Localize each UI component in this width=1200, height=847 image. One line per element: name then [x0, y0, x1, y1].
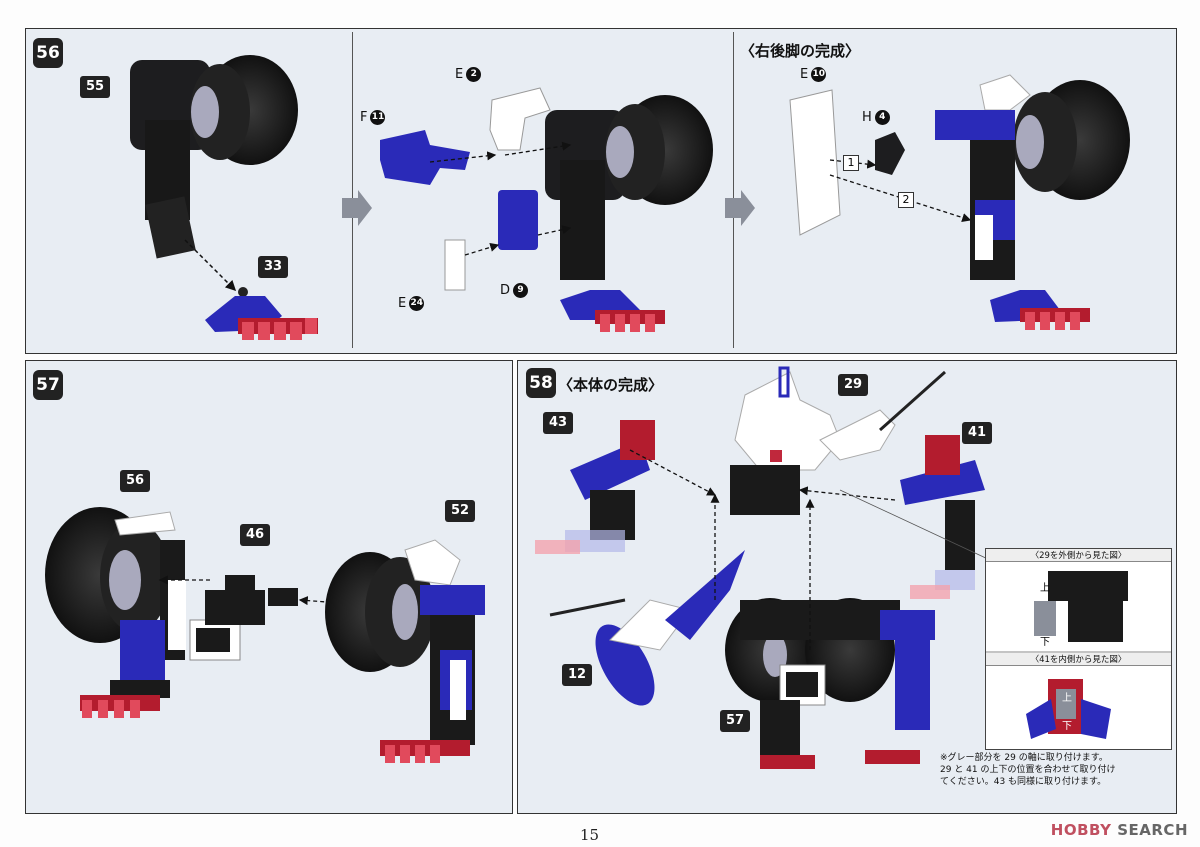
note-line-2: 29 と 41 の上下の位置を合わせて取り付け	[940, 765, 1116, 775]
rear-leg-complete-title: 〈右後脚の完成〉	[740, 42, 861, 60]
step-58-title: 〈本体の完成〉	[558, 376, 664, 394]
watermark-brand: HOBBY	[1050, 821, 1112, 839]
inset-callout-line	[839, 489, 991, 561]
part-label-e24-number: 24	[409, 296, 425, 311]
part-tag-41: 41	[962, 422, 992, 444]
flow-arrow-1	[342, 190, 372, 226]
part-tag-55: 55	[80, 76, 110, 98]
part-tag-56: 56	[120, 470, 150, 492]
note-line-3: てください。43 も同様に取り付けます。	[940, 777, 1107, 787]
page-number: 15	[580, 826, 600, 844]
part-label-f11: F 11	[360, 110, 386, 125]
part-f11-blue	[380, 130, 470, 185]
part-label-f11-number: 11	[370, 110, 386, 125]
guide-57-right	[298, 596, 381, 607]
part-label-e10-number: 10	[811, 67, 827, 82]
step56-foot-33	[205, 287, 318, 340]
part-label-e2-letter: E	[455, 67, 464, 82]
guide-e2	[504, 141, 572, 156]
inset-top-up: 上	[1040, 583, 1050, 594]
part-label-h4: H 4	[862, 110, 890, 125]
part-tag-29: 29	[838, 374, 868, 396]
part-label-f11-letter: F	[360, 110, 368, 125]
part-tag-46: 46	[240, 524, 270, 546]
top-divider-1	[352, 32, 353, 348]
middle-leg-body	[545, 95, 713, 332]
inset-bottom-up: 上	[1062, 693, 1072, 704]
step58-front-leg-41	[900, 435, 985, 599]
step57-right-leg	[325, 539, 485, 763]
note-line-1: ※グレー部分を 29 の軸に取り付けます。	[940, 753, 1108, 763]
part-label-d9-number: 9	[513, 283, 529, 298]
part-d9-blue	[498, 190, 538, 250]
part-label-e24-letter: E	[398, 296, 407, 311]
step57-joint-46	[189, 575, 298, 661]
part-tag-33: 33	[258, 256, 288, 278]
part-label-e24: E 24	[398, 296, 425, 311]
inset-drawings	[986, 571, 1171, 739]
part-e24-white	[444, 239, 466, 291]
part-label-e10-letter: E	[800, 67, 809, 82]
part-label-d9: D 9	[500, 283, 529, 298]
assembly-note: ※グレー部分を 29 の軸に取り付けます。 29 と 41 の上下の位置を合わせ…	[940, 752, 1180, 788]
step58-head-29	[730, 366, 946, 515]
guide-e24	[464, 242, 500, 256]
guide-58-41	[798, 486, 896, 501]
part-label-e2-number: 2	[466, 67, 482, 82]
part-tag-52: 52	[445, 500, 475, 522]
step-58-number: 58	[526, 368, 556, 398]
part-label-h4-number: 4	[874, 110, 890, 125]
inset-top-header: 〈29を外側から見た図〉	[986, 549, 1171, 562]
part-e2-white	[489, 87, 551, 151]
inset-top-down: 下	[1040, 637, 1050, 648]
step-57-number: 57	[33, 370, 63, 400]
top-divider-2	[733, 32, 734, 348]
detail-inset: 〈29を外側から見た図〉 上 下 〈41を内側から見た図〉 上 下	[985, 548, 1172, 750]
part-label-e2: E 2	[455, 67, 482, 82]
flow-arrow-2	[725, 190, 755, 226]
order-marker-2: 2	[898, 192, 914, 208]
step57-left-leg	[45, 507, 186, 718]
guide-f11	[429, 151, 497, 163]
guide-d9	[537, 225, 572, 236]
step58-body-57	[725, 598, 935, 769]
step58-front-leg-43	[535, 420, 655, 554]
part-tag-43: 43	[543, 412, 573, 434]
part-label-h4-letter: H	[862, 110, 872, 125]
completed-rear-leg	[789, 74, 1130, 330]
step-56-number: 56	[33, 38, 63, 68]
hobby-search-watermark: HOBBY SEARCH	[1051, 821, 1188, 839]
step56-leg-assembly	[130, 55, 298, 292]
inset-bottom-header: 〈41を内側から見た図〉	[986, 653, 1171, 666]
order-marker-1: 1	[843, 155, 859, 171]
part-label-e10: E 10	[800, 67, 827, 82]
part-tag-12: 12	[562, 664, 592, 686]
part-label-d9-letter: D	[500, 283, 511, 298]
part-tag-57: 57	[720, 710, 750, 732]
watermark-suffix: SEARCH	[1111, 821, 1188, 839]
inset-bottom-down: 下	[1062, 721, 1072, 732]
guide-58-43	[629, 449, 717, 496]
step58-tail-12	[549, 550, 745, 706]
